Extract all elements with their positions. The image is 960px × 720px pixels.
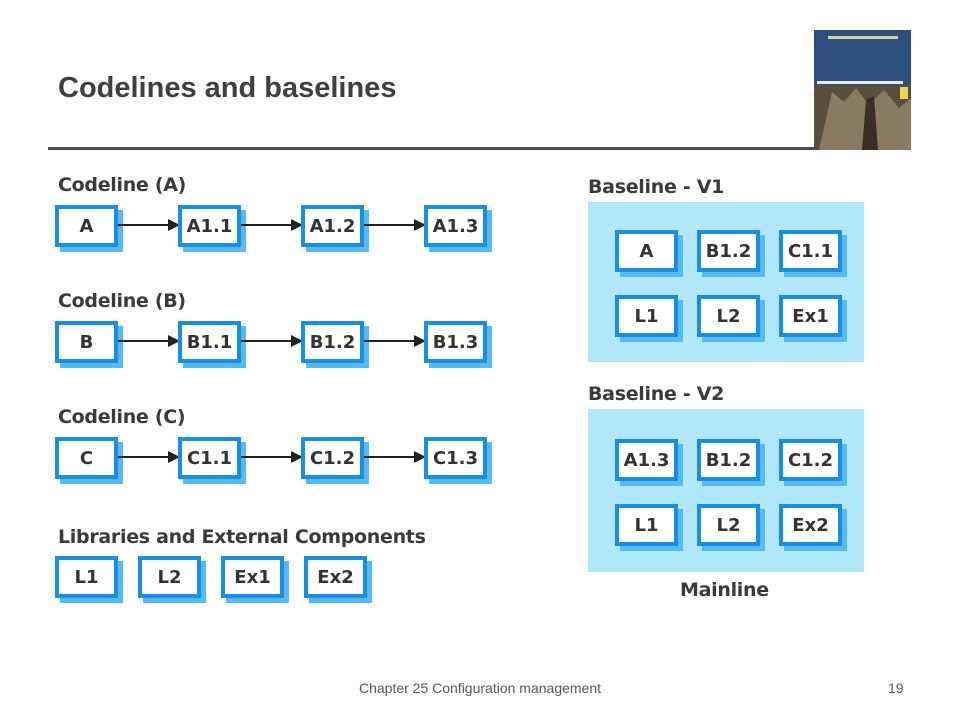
- component-box: L1: [615, 295, 678, 337]
- component-box: A1.2: [301, 205, 364, 247]
- version-arrow: [118, 219, 180, 231]
- component-box: A1.3: [424, 205, 487, 247]
- version-arrow: [241, 335, 303, 347]
- version-arrow: [118, 335, 180, 347]
- component-box: L1: [55, 556, 118, 598]
- component-box: C1.2: [779, 439, 842, 481]
- mainline-label: Mainline: [680, 579, 769, 601]
- libraries-label: Libraries and External Components: [58, 526, 426, 548]
- baseline-v1-label: Baseline - V1: [588, 176, 725, 198]
- title-divider: [48, 147, 816, 150]
- baseline-v2-panel: [588, 409, 864, 572]
- baseline-v2-label: Baseline - V2: [588, 383, 725, 405]
- component-box: Ex1: [779, 295, 842, 337]
- baseline-v1-panel: [588, 202, 864, 362]
- codeline-c-label: Codeline (C): [58, 406, 186, 428]
- component-box: Ex2: [304, 556, 367, 598]
- component-box: B: [55, 321, 118, 363]
- component-box: A1.1: [178, 205, 241, 247]
- footer-chapter: Chapter 25 Configuration management: [358, 680, 602, 696]
- component-box: Ex2: [779, 504, 842, 546]
- component-box: A1.3: [615, 439, 678, 481]
- book-cover-image: [814, 30, 911, 150]
- component-box: C1.3: [424, 437, 487, 479]
- component-box: L2: [697, 504, 760, 546]
- component-box: A: [615, 230, 678, 272]
- version-arrow: [241, 219, 303, 231]
- component-box: Ex1: [221, 556, 284, 598]
- component-box: B1.2: [697, 439, 760, 481]
- version-arrow: [364, 451, 426, 463]
- component-box: C: [55, 437, 118, 479]
- component-box: B1.2: [697, 230, 760, 272]
- component-box: C1.1: [178, 437, 241, 479]
- component-box: B1.3: [424, 321, 487, 363]
- component-box: L2: [697, 295, 760, 337]
- component-box: C1.1: [779, 230, 842, 272]
- slide-title: Codelines and baselines: [58, 72, 397, 104]
- page-number: 19: [888, 680, 904, 696]
- codeline-a-label: Codeline (A): [58, 174, 187, 196]
- component-box: B1.1: [178, 321, 241, 363]
- version-arrow: [364, 335, 426, 347]
- version-arrow: [364, 219, 426, 231]
- codeline-b-label: Codeline (B): [58, 290, 186, 312]
- version-arrow: [118, 451, 180, 463]
- component-box: L1: [615, 504, 678, 546]
- component-box: L2: [138, 556, 201, 598]
- component-box: B1.2: [301, 321, 364, 363]
- component-box: A: [55, 205, 118, 247]
- version-arrow: [241, 451, 303, 463]
- component-box: C1.2: [301, 437, 364, 479]
